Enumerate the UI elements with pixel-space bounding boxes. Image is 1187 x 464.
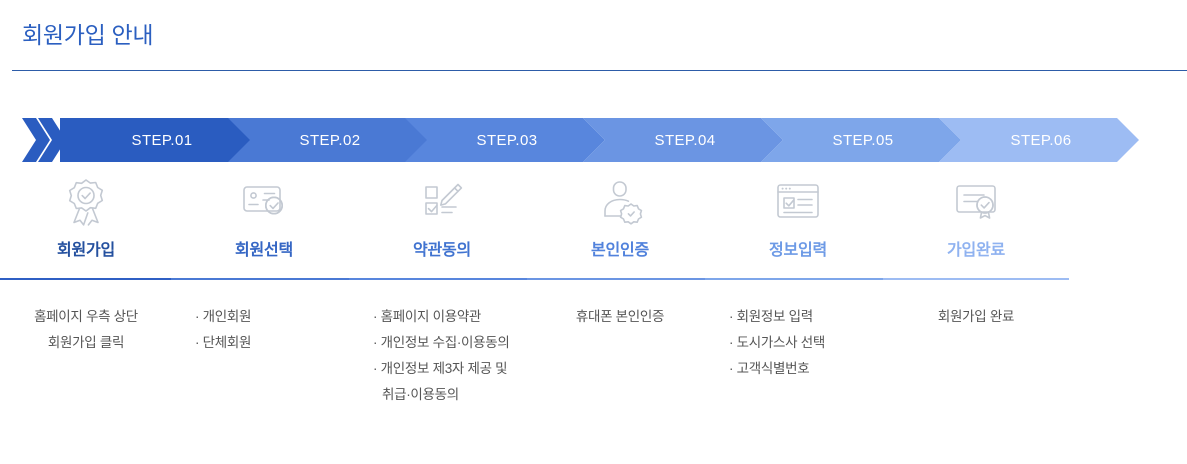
step-description-6: 회원가입 완료 (883, 304, 1069, 330)
step-column-3: 약관동의 · 홈페이지 이용약관 · 개인정보 수집·이용동의 · 개인정보 제3자 … (349, 172, 535, 408)
step-title-6: 가입완료 (946, 242, 1006, 259)
step-number-label-6: STEP.06 (1010, 131, 1072, 149)
step-arrow-6[interactable]: STEP.06 (939, 118, 1139, 162)
step-title-5: 정보입력 (768, 242, 828, 259)
description-line: · 개인회원 (195, 309, 252, 324)
award-ribbon-check-icon (0, 172, 179, 230)
step-title-2: 회원선택 (234, 242, 294, 259)
step-column-2: 회원선택 · 개인회원 · 단체회원 (171, 172, 357, 356)
step-title-3: 약관동의 (412, 242, 472, 259)
id-card-check-icon (171, 172, 357, 230)
description-line: 회원가입 완료 (937, 309, 1015, 324)
step-arrow-1[interactable]: STEP.01 (60, 118, 260, 162)
description-line: 휴대폰 본인인증 (575, 309, 665, 324)
step-underline-3 (349, 278, 535, 280)
description-line: · 홈페이지 이용약관 (373, 309, 482, 324)
step-underline-1 (0, 278, 179, 280)
step-column-5: 정보입력 · 회원정보 입력 · 도시가스사 선택 · 고객식별번호 (705, 172, 891, 382)
person-certified-icon (527, 172, 713, 230)
step-arrow-shape-2 (228, 118, 428, 162)
step-arrow-shape-5 (761, 118, 961, 162)
step-arrow-shape-1 (60, 118, 260, 162)
step-arrow-shape-3 (405, 118, 605, 162)
description-line: · 고객식별번호 (729, 361, 810, 376)
description-line: · 회원정보 입력 (729, 309, 813, 324)
step-arrow-3[interactable]: STEP.03 (405, 118, 605, 162)
description-line: · 단체회원 (195, 335, 252, 350)
step-underline-6 (883, 278, 1069, 280)
step-arrow-shape-6 (939, 118, 1139, 162)
step-number-label-5: STEP.05 (832, 131, 894, 149)
step-arrow-4[interactable]: STEP.04 (583, 118, 783, 162)
description-line: · 개인정보 수집·이용동의 (373, 335, 510, 350)
step-title-4: 본인인증 (590, 242, 650, 259)
description-line: 취급·이용동의 (382, 387, 459, 402)
lead-chevrons-icon (22, 118, 62, 162)
step-underline-2 (171, 278, 357, 280)
step-description-3: · 홈페이지 이용약관 · 개인정보 수집·이용동의 · 개인정보 제3자 제공 및… (349, 304, 535, 408)
step-number-label-3: STEP.03 (476, 131, 538, 149)
page-title: 회원가입 안내 (22, 22, 154, 48)
step-progress-bar: STEP.01 STEP.02 STEP.03 STEP.04 STEP.05 STEP.… (0, 118, 1187, 162)
browser-form-icon (705, 172, 891, 230)
step-description-5: · 회원정보 입력 · 도시가스사 선택 · 고객식별번호 (705, 304, 891, 382)
step-arrow-5[interactable]: STEP.05 (761, 118, 961, 162)
step-underline-4 (527, 278, 713, 280)
certificate-seal-icon (883, 172, 1069, 230)
title-divider (12, 70, 1187, 71)
step-number-label-2: STEP.02 (299, 131, 361, 149)
description-line: 홈페이지 우측 상단 (34, 309, 138, 324)
description-line: · 도시가스사 선택 (729, 335, 825, 350)
step-arrow-shape-4 (583, 118, 783, 162)
description-line: 회원가입 클릭 (47, 335, 125, 350)
step-description-4: 휴대폰 본인인증 (527, 304, 713, 330)
step-arrow-2[interactable]: STEP.02 (228, 118, 428, 162)
step-title-1: 회원가입 (56, 242, 116, 259)
step-number-label-4: STEP.04 (654, 131, 716, 149)
description-line: · 개인정보 제3자 제공 및 (373, 361, 508, 376)
step-description-2: · 개인회원 · 단체회원 (171, 304, 357, 356)
checklist-pen-icon (349, 172, 535, 230)
step-number-label-1: STEP.01 (131, 131, 193, 149)
step-underline-5 (705, 278, 891, 280)
